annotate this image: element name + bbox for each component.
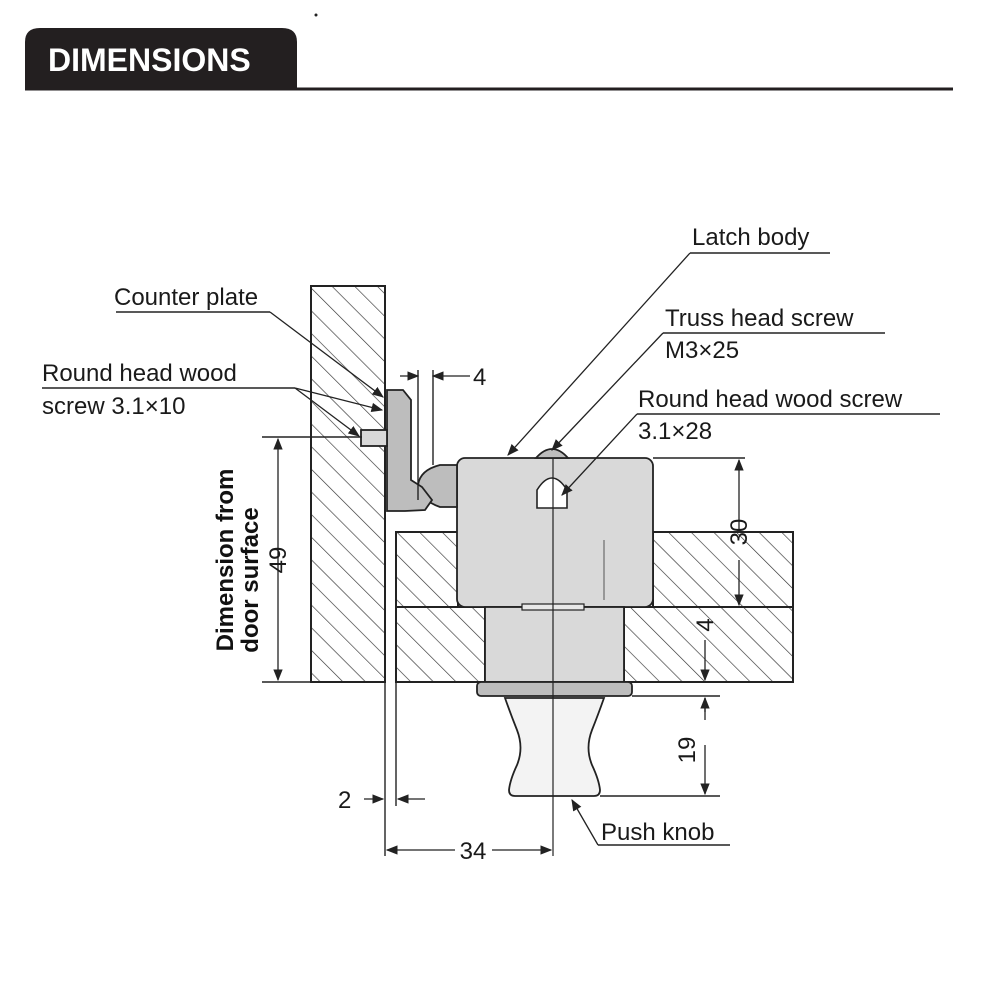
dim-panel-4: 4 (692, 618, 719, 631)
label-round-screw-small-2: screw 3.1×10 (42, 393, 185, 420)
screw-head-dome (533, 448, 571, 459)
label-latch-body: Latch body (692, 224, 809, 251)
dim-gap-top: 4 (473, 364, 486, 391)
latch-flange (476, 681, 633, 697)
dim-body-30: 30 (726, 519, 753, 546)
label-truss-screw-2: M3×25 (665, 337, 739, 364)
door-panel-left (395, 606, 486, 683)
door-panel-right (623, 606, 794, 683)
latch-body-lower (484, 606, 625, 683)
stray-dot (314, 13, 318, 17)
header-tab (25, 28, 297, 90)
label-round-screw-large-2: 3.1×28 (638, 418, 712, 445)
label-round-screw-large-1: Round head wood screw (638, 386, 903, 413)
label-truss-screw-1: Truss head screw (665, 305, 854, 332)
cabinet-wall (310, 285, 386, 683)
page-title: DIMENSIONS (48, 42, 251, 78)
leader-lines (42, 252, 940, 846)
dim-gap-2: 2 (338, 787, 351, 814)
latch-body (456, 448, 654, 697)
dimension-lines (262, 370, 793, 856)
door-surface-label-2: door surface (237, 507, 264, 652)
push-knob (503, 697, 606, 797)
label-round-screw-small-1: Round head wood (42, 360, 237, 387)
label-push-knob: Push knob (601, 819, 714, 846)
dim-height-49: 49 (265, 547, 292, 574)
counter-plate (386, 389, 434, 512)
upper-panel-right (652, 531, 794, 608)
dim-width-34: 34 (460, 838, 487, 865)
upper-panel-left (395, 531, 459, 608)
dim-knob-19: 19 (674, 737, 701, 764)
door-surface-label-1: Dimension from (212, 469, 239, 652)
small-screw-head (360, 429, 388, 447)
label-counter-plate: Counter plate (114, 284, 258, 311)
header: DIMENSIONS (25, 28, 953, 91)
